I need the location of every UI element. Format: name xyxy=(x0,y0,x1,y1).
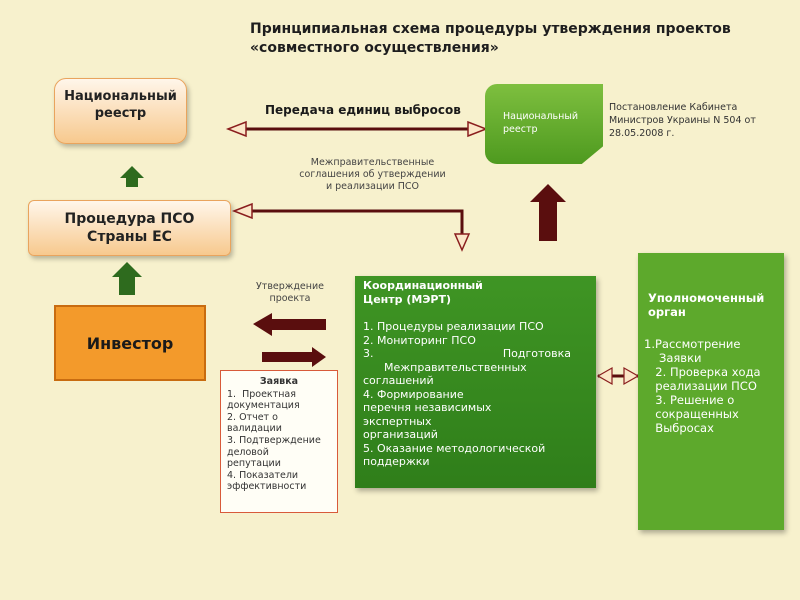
national-registry-right-line-2: реестр xyxy=(503,124,538,135)
up-arrow-red xyxy=(530,184,566,241)
pso-procedure-line-2: Страны ЕС xyxy=(87,229,172,245)
coord-line: перечня независимых xyxy=(363,401,492,414)
authorized-title-line-2: орган xyxy=(648,305,686,319)
application-line: деловой xyxy=(227,446,269,458)
authorized-body-box: Уполномоченный орган 1.Рассмотрение Заяв… xyxy=(638,253,784,530)
application-line: 1. Проектная xyxy=(227,388,296,400)
agreements-label: Межправительственные соглашения об утвер… xyxy=(285,157,460,193)
agreements-line-1: Межправительственные xyxy=(310,157,435,168)
application-arrow-right xyxy=(262,347,326,367)
title-line-2: «совместного осуществления» xyxy=(250,40,499,56)
pso-procedure-box: Процедура ПСО Страны ЕС xyxy=(28,200,231,256)
agreements-arrow xyxy=(231,202,471,252)
coordination-title-line-1: Координационный xyxy=(363,279,483,292)
application-line: 2. Отчет о xyxy=(227,411,278,423)
national-registry-left: Национальный реестр xyxy=(54,78,187,144)
coord-line: Межправительственных xyxy=(363,360,527,374)
auth-line: 2. Проверка хода xyxy=(648,365,761,379)
application-box: Заявка 1. Проектная документация 2. Отче… xyxy=(220,370,338,513)
national-registry-right: Национальный реестр xyxy=(485,84,603,164)
approval-label: Утверждение проекта xyxy=(250,281,330,305)
coordination-title-line-2: Центр (МЭРТ) xyxy=(363,292,451,306)
coord-line: поддержки xyxy=(363,455,430,468)
resolution-line-2: Министров Украины N 504 от xyxy=(609,115,756,126)
coord-line: 3. Подготовка xyxy=(363,347,571,360)
pso-procedure-line-1: Процедура ПСО xyxy=(64,211,195,227)
coord-line: экспертных xyxy=(363,414,432,428)
investor-label: Инвестор xyxy=(86,333,174,353)
diagram-title: Принципиальная схема процедуры утвержден… xyxy=(250,20,770,58)
auth-line: Выбросах xyxy=(648,421,714,435)
coord-line: 2. Мониторинг ПСО xyxy=(363,333,476,347)
title-line-1: Принципиальная схема процедуры утвержден… xyxy=(250,21,731,37)
coord-authority-arrow xyxy=(596,366,640,386)
authorized-title-line-1: Уполномоченный xyxy=(648,291,765,305)
investor-box: Инвестор xyxy=(54,305,206,381)
auth-line: Заявки xyxy=(648,351,702,365)
agreements-line-3: и реализации ПСО xyxy=(325,181,420,192)
resolution-line-1: Постановление Кабинета xyxy=(609,102,738,113)
application-line: эффективности xyxy=(227,481,307,493)
coord-line: 1. Процедуры реализации ПСО xyxy=(363,320,544,333)
resolution-note: Постановление Кабинета Министров Украины… xyxy=(609,101,789,140)
auth-line: реализации ПСО xyxy=(648,379,757,393)
transfer-label: Передача единиц выбросов xyxy=(265,103,461,117)
application-line: 3. Подтверждение xyxy=(227,434,321,446)
agreements-line-2: соглашения об утверждении xyxy=(299,169,446,180)
coord-line: организаций xyxy=(363,428,438,441)
national-registry-left-line-1: Национальный xyxy=(64,89,177,104)
application-line: 4. Показатели xyxy=(227,469,299,481)
authorized-body-title: Уполномоченный орган xyxy=(644,291,778,319)
coordination-center-title: Координационный Центр (МЭРТ) xyxy=(363,279,588,306)
approval-line-1: Утверждение xyxy=(256,281,324,292)
national-registry-left-line-2: реестр xyxy=(94,106,147,121)
up-arrow-green-2 xyxy=(112,262,142,295)
coord-line: 5. Оказание методологической xyxy=(363,441,546,455)
approval-line-2: проекта xyxy=(269,293,311,304)
auth-line: сокращенных xyxy=(648,407,739,421)
up-arrow-green-1 xyxy=(120,166,144,187)
auth-line: 1.Рассмотрение xyxy=(644,337,741,351)
national-registry-right-line-1: Национальный xyxy=(503,111,579,122)
application-line: документация xyxy=(227,400,300,412)
coord-line: 4. Формирование xyxy=(363,387,464,401)
application-line: репутации xyxy=(227,458,281,470)
resolution-line-3: 28.05.2008 г. xyxy=(609,128,675,139)
application-line: валидации xyxy=(227,423,282,435)
coordination-center-box: Координационный Центр (МЭРТ) 1. Процедур… xyxy=(355,276,596,488)
approval-arrow-left xyxy=(253,313,326,336)
application-title: Заявка xyxy=(259,376,299,387)
transfer-arrow xyxy=(225,120,489,138)
auth-line: 3. Решение о xyxy=(648,393,735,407)
coord-line: соглашений xyxy=(363,374,434,387)
